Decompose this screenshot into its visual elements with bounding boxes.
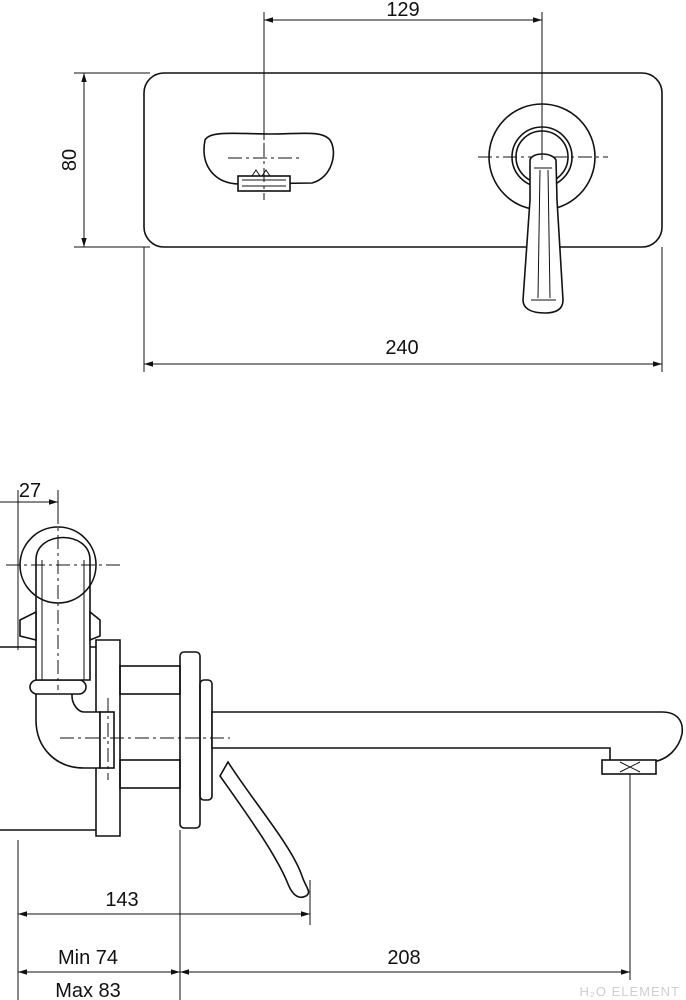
dim-80: 80	[59, 149, 81, 171]
front-view: 129 80 240	[59, 0, 663, 372]
dim-129: 129	[386, 0, 419, 21]
inlet-pipe	[35, 689, 101, 769]
dim-min: Min 74	[58, 947, 118, 969]
spout-flange	[179, 651, 201, 829]
dim-max: Max 83	[55, 980, 121, 1000]
mounting-body	[95, 639, 121, 837]
wall-plate	[143, 72, 663, 248]
spout-outlet-opening	[203, 132, 335, 185]
spout	[211, 711, 684, 763]
watermark: H₂O ELEMENT	[579, 984, 680, 999]
side-view: 27 143 Min 74 Max 83 208	[0, 480, 684, 1000]
lever-side	[219, 760, 310, 899]
dim-27: 27	[19, 480, 41, 502]
dim-208: 208	[387, 947, 420, 969]
dim-143: 143	[105, 889, 138, 911]
mixer-lever	[522, 153, 564, 314]
dim-240: 240	[385, 337, 418, 359]
